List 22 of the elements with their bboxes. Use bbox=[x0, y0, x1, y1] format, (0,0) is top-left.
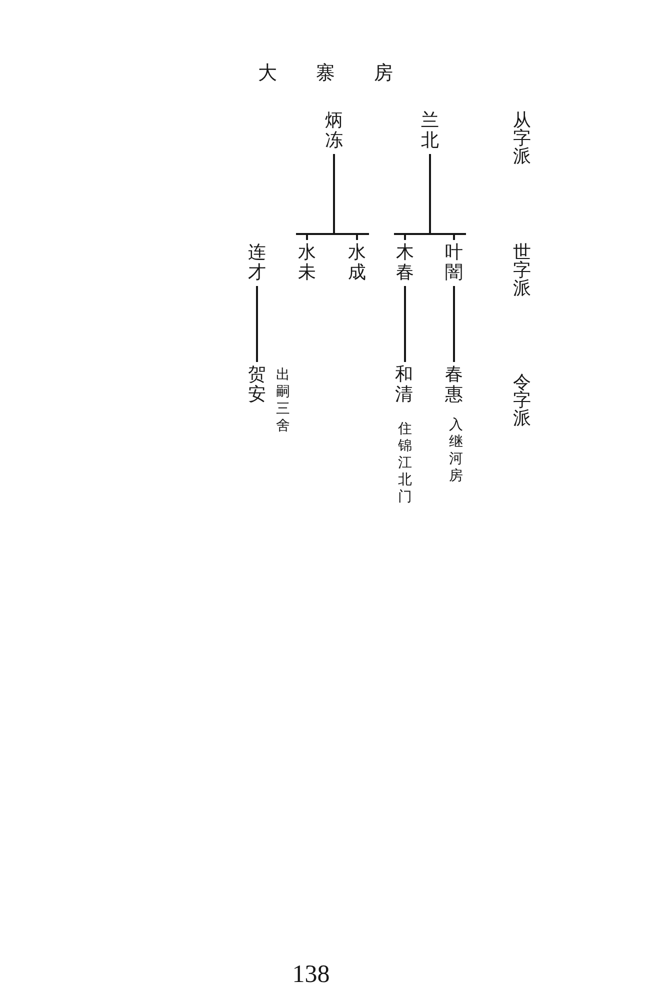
generation-label: 从字派 bbox=[513, 112, 531, 166]
person-name: 兰北 bbox=[421, 108, 439, 154]
tree-line bbox=[404, 286, 406, 362]
person-name: 贺安 bbox=[248, 362, 266, 408]
generation-label: 世字派 bbox=[513, 244, 531, 298]
person-name: 水成 bbox=[348, 240, 366, 286]
person-name: 炳冻 bbox=[325, 108, 343, 154]
tree-line bbox=[453, 286, 455, 362]
person-name: 连才 bbox=[248, 240, 266, 286]
note-text: 入继河房 bbox=[449, 417, 463, 485]
tree-line bbox=[295, 153, 335, 241]
person-name: 叶闇 bbox=[445, 240, 463, 286]
person-name: 木春 bbox=[396, 240, 414, 286]
note-text: 出嗣三舍 bbox=[276, 367, 290, 435]
page-number: 138 bbox=[292, 962, 330, 987]
tree-line bbox=[256, 286, 258, 362]
person-name: 春惠 bbox=[445, 362, 463, 408]
person-name: 水未 bbox=[298, 240, 316, 286]
generation-label: 令字派 bbox=[513, 374, 531, 428]
page-title: 大寨房 bbox=[258, 64, 393, 83]
note-text: 住锦江北门 bbox=[398, 421, 412, 506]
person-name: 和清 bbox=[395, 362, 413, 408]
